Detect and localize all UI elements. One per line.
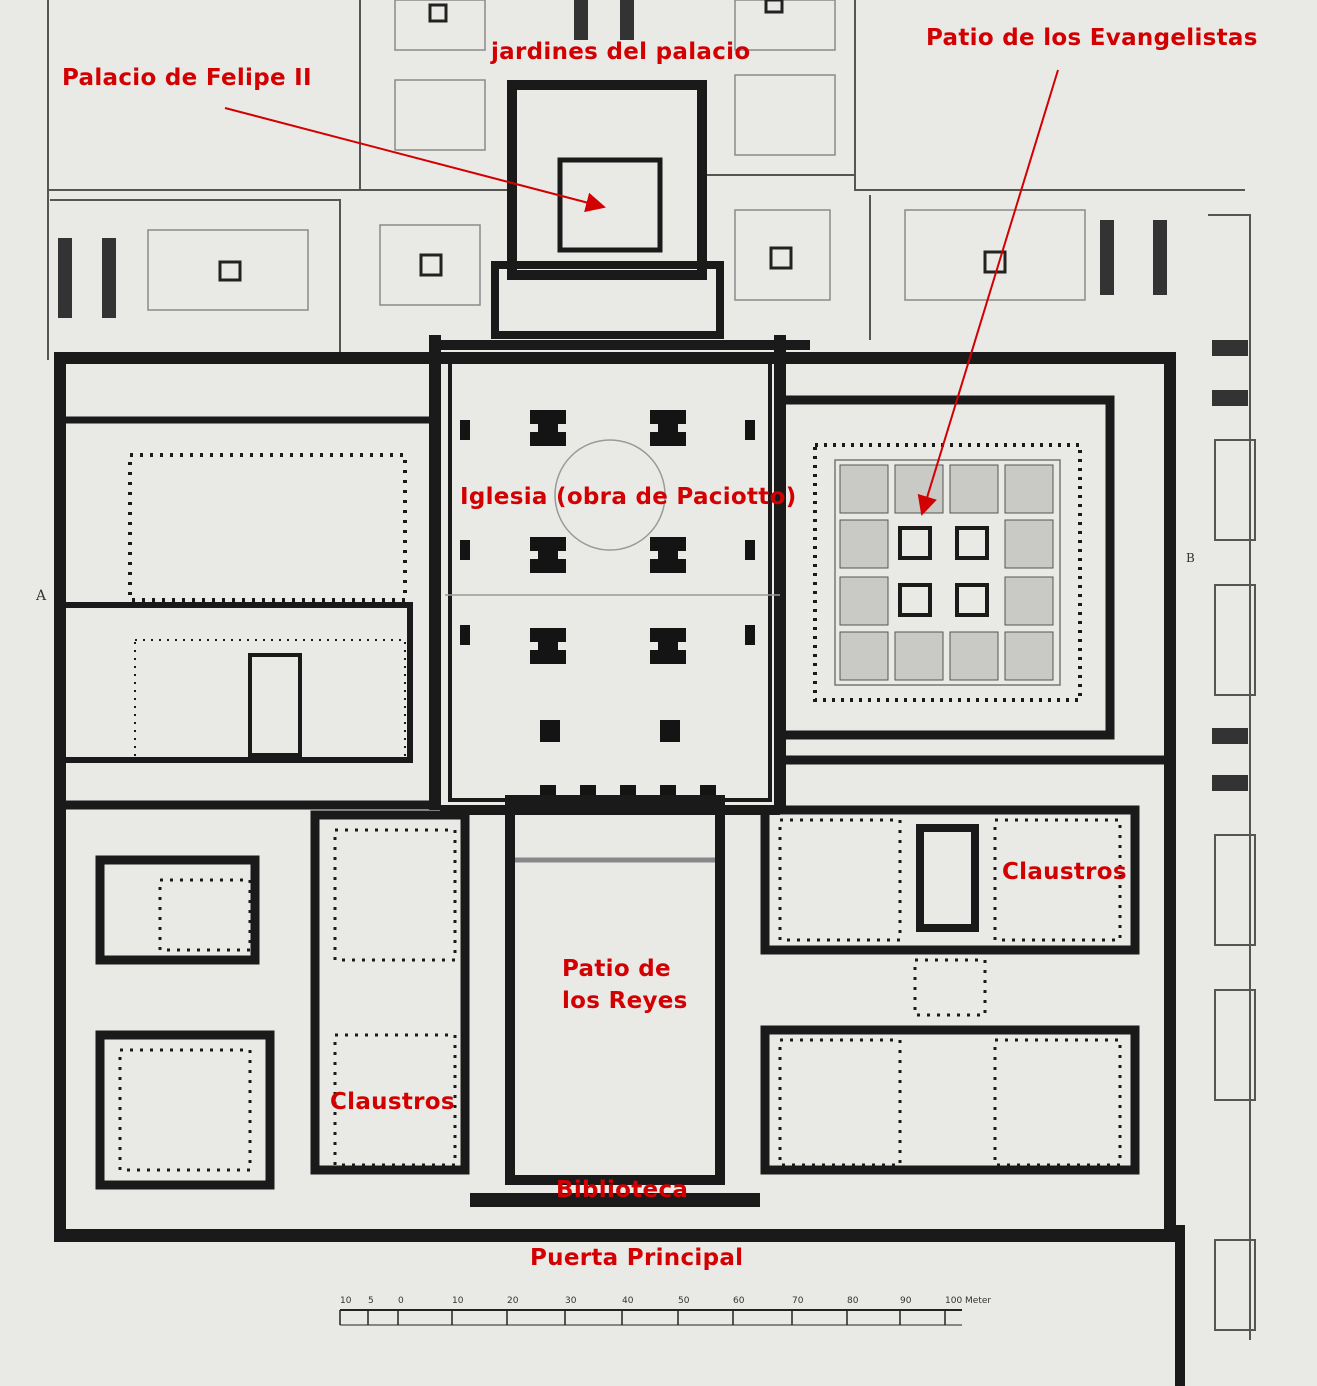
palace-block — [491, 80, 724, 339]
garden-outline — [47, 0, 1245, 360]
scale-tick-label: 0 — [398, 1296, 404, 1306]
scale-tick-label: 60 — [733, 1296, 745, 1306]
scale-tick-label: 40 — [622, 1296, 634, 1306]
monastery-walls — [54, 335, 1176, 1242]
label-palacio: Palacio de Felipe II — [62, 65, 312, 91]
scale-tick-label: 10 — [340, 1296, 352, 1306]
scale-tick-label: 5 — [368, 1296, 374, 1306]
label-claustros-left: Claustros — [330, 1089, 455, 1115]
label-claustros-right: Claustros — [1002, 859, 1127, 885]
church-interior — [445, 358, 780, 803]
southeast-cloisters — [760, 805, 1140, 1175]
northwest-cloister — [128, 453, 407, 761]
arrow-evangelistas — [917, 69, 1059, 516]
scale-tick-label: 20 — [507, 1296, 519, 1306]
label-reyes-line1: Patio de — [562, 956, 671, 982]
southwest-cloisters — [95, 810, 470, 1190]
garden-benches — [58, 0, 1167, 318]
garden-parterres — [147, 0, 1086, 311]
right-outbuildings — [1208, 214, 1256, 1340]
library-facade — [60, 1193, 1185, 1386]
scale-tick-label: 30 — [565, 1296, 577, 1306]
garden-fountains — [218, 0, 1007, 282]
kings-courtyard — [505, 795, 725, 1185]
label-puerta: Puerta Principal — [530, 1245, 744, 1271]
right-pavilions — [1212, 340, 1248, 791]
label-jardines: jardines del palacio — [491, 39, 751, 65]
label-reyes-line2: los Reyes — [562, 988, 688, 1014]
label-biblioteca: Biblioteca — [556, 1177, 689, 1203]
plan-marker-b: B — [1186, 551, 1195, 565]
label-iglesia: Iglesia (obra de Paciotto) — [460, 484, 797, 510]
arrow-palacio — [224, 107, 606, 213]
scale-tick-label: 10 — [452, 1296, 464, 1306]
scale-tick-label: 50 — [678, 1296, 690, 1306]
scale-tick-label: 80 — [847, 1296, 859, 1306]
plan-marker-a: A — [35, 588, 47, 604]
scale-tick-label: 100 Meter — [945, 1296, 991, 1306]
label-evangelistas: Patio de los Evangelistas — [926, 25, 1258, 51]
evangelists-cloister — [813, 443, 1082, 702]
scale-tick-label: 70 — [792, 1296, 804, 1306]
scale-tick-label: 90 — [900, 1296, 912, 1306]
